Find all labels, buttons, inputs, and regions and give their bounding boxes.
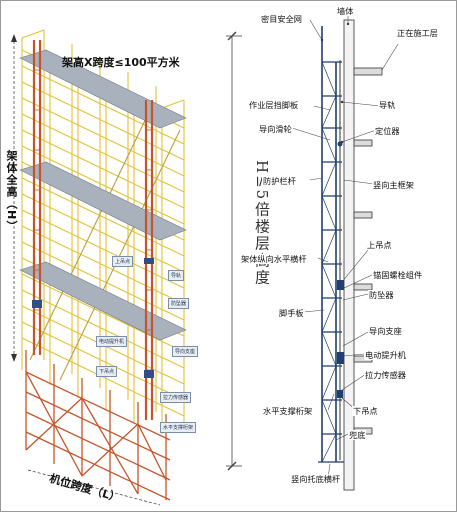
scaffold-posts <box>321 26 337 462</box>
dimension-lines <box>13 36 161 506</box>
label-guide-rail: 导轨 <box>378 100 397 110</box>
tag-anti-fall: 防坠器 <box>168 298 190 309</box>
tag-guide-support: 导向支座 <box>172 346 199 357</box>
label-guard-rail: 防护栏杆 <box>262 176 297 186</box>
tag-truss: 水平支撑桁架 <box>160 422 197 433</box>
leader-lines <box>291 16 399 479</box>
scaffold-3d-illustration: 架高X跨度≤100平方米 架体全高（H） 机位跨度（L） 上吊点 导轨 防坠器 … <box>0 0 218 512</box>
label-bottom-board: 兜底 <box>348 430 367 440</box>
tag-upper-hanging: 上吊点 <box>112 256 134 267</box>
label-anchor-bolts: 锚固螺栓组件 <box>372 270 424 280</box>
label-work-floor-board: 作业层挡脚板 <box>248 100 300 110</box>
tag-tension-sensor: 拉力传感器 <box>160 392 192 403</box>
dimension-arrows <box>11 34 17 362</box>
label-guide-support: 导向支座 <box>368 326 403 336</box>
label-lower-hanging-point: 下吊点 <box>352 406 379 416</box>
tag-hoist: 电动提升机 <box>96 336 128 347</box>
height-dimension <box>226 31 242 471</box>
label-hoist: 电动提升机 <box>364 350 407 360</box>
marker-dots <box>320 22 350 144</box>
label-upper-hanging-point: 上吊点 <box>366 240 393 250</box>
label-construction-layer: 正在施工层 <box>396 28 439 38</box>
section-elevation-diagram: H≤5倍楼层高度 密目安全网 墙体 正在施工层 作业层挡脚板 导轨 导向滑轮 定… <box>218 0 457 512</box>
section-drawing <box>226 16 399 491</box>
label-footboard: 脚手板 <box>278 308 305 318</box>
label-bottom-bar: 竖向托底横杆 <box>290 474 342 484</box>
label-anti-fall: 防坠器 <box>368 290 395 300</box>
hoist-markers <box>32 258 154 378</box>
label-safety-mesh: 密目安全网 <box>260 14 303 24</box>
tag-lower-hanging: 下吊点 <box>96 366 118 377</box>
label-tension-sensor: 拉力传感器 <box>364 370 407 380</box>
label-main-frame: 竖向主框架 <box>372 180 415 190</box>
label-positioner: 定位器 <box>374 126 401 136</box>
label-truss-node: 水平支撑桁架 <box>262 406 314 416</box>
tag-guide-rail: 导轨 <box>168 270 185 281</box>
frame-height-label: 架体全高（H） <box>5 150 18 233</box>
scaffold-3d-drawing <box>11 29 187 506</box>
area-limit-title: 架高X跨度≤100平方米 <box>62 56 180 69</box>
frame-diagonals <box>321 61 337 463</box>
building-wall <box>343 19 355 491</box>
label-longitudinal-bar: 架体纵向水平横杆 <box>240 254 308 264</box>
label-building-wall: 墙体 <box>336 6 355 16</box>
scaffold-orange-section <box>25 350 171 501</box>
label-guide-wheel: 导向滑轮 <box>258 124 293 134</box>
work-floor-boards <box>19 49 187 341</box>
